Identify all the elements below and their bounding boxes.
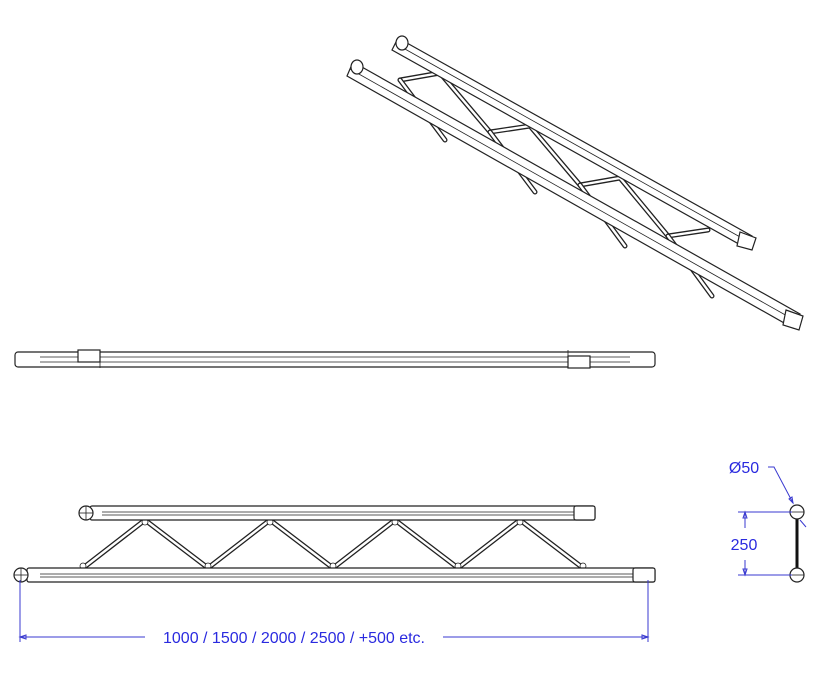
iso-front-tube (346, 59, 804, 331)
diameter-dimension-label: Ø50 (729, 460, 759, 477)
end-view: 250 Ø50 (729, 460, 807, 583)
front-top-tube (78, 505, 596, 521)
length-dimension: 1000 / 1500 / 2000 / 2500 / +500 etc. (18, 580, 650, 647)
iso-rear-end-right (736, 231, 757, 251)
iso-front-end-left (350, 59, 364, 75)
height-dimension-label: 250 (731, 537, 758, 554)
isometric-view (346, 35, 804, 331)
length-dimension-label: 1000 / 1500 / 2000 / 2500 / +500 etc. (163, 630, 425, 647)
iso-front-end-right (782, 309, 804, 331)
side-view (14, 349, 656, 369)
diameter-dimension: Ø50 (729, 460, 807, 528)
iso-rear-end-left (395, 35, 409, 51)
front-view: 1000 / 1500 / 2000 / 2500 / +500 etc. (13, 505, 656, 647)
front-bottom-tube (13, 567, 656, 583)
iso-rear-tube (391, 35, 757, 251)
front-bracing (79, 516, 587, 572)
height-dimension: 250 (731, 510, 792, 577)
